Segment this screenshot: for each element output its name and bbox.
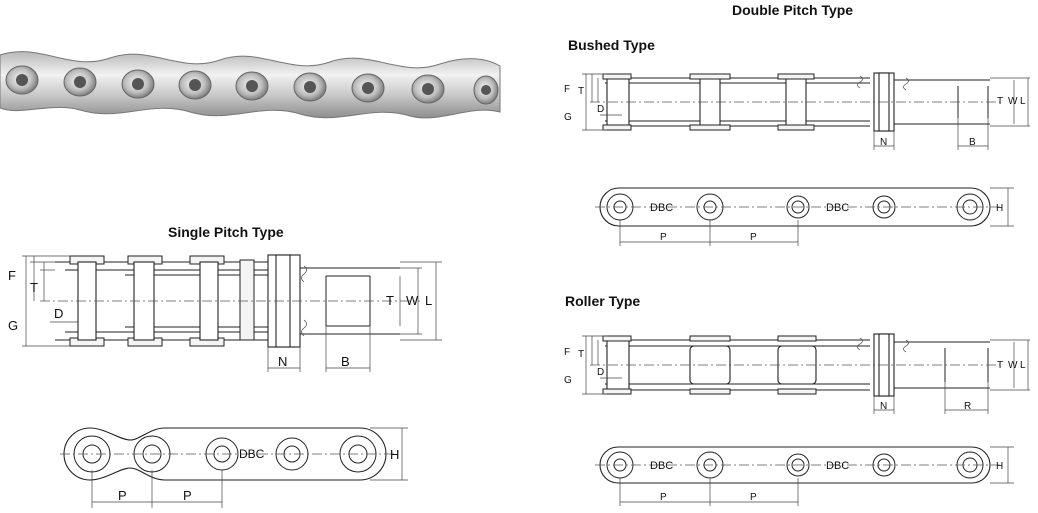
roller-side-H: H [996, 461, 1003, 472]
roller-top-view [582, 333, 1030, 414]
roller-dim-T: T [578, 349, 584, 360]
single-dim-L: L [425, 293, 432, 308]
roller-side-P2: P [750, 492, 757, 503]
roller-dim-D: D [597, 367, 604, 378]
single-dim-G: G [8, 318, 18, 333]
roller-side-dbc-2: DBC [826, 460, 849, 472]
bushed-dim-T: T [578, 86, 584, 97]
double-pitch-title: Double Pitch Type [732, 2, 853, 18]
roller-dim-W: W [1008, 360, 1018, 371]
single-side-dbc: DBC [239, 447, 265, 461]
single-dim-D: D [54, 306, 63, 321]
bushed-side-dbc-2: DBC [826, 202, 849, 214]
bushed-top-view [582, 72, 1030, 150]
single-pitch-top-view [22, 254, 442, 372]
bushed-dim-L: L [1020, 96, 1026, 107]
bushed-dim-N: N [880, 137, 887, 148]
bushed-dim-B: B [969, 137, 976, 148]
bushed-dim-F: F [564, 84, 570, 95]
single-dim-T: T [30, 280, 38, 295]
single-dim-W: W [406, 293, 419, 308]
roller-dim-T-right: T [997, 360, 1003, 371]
single-dim-B: B [341, 354, 350, 369]
bushed-title: Bushed Type [568, 37, 655, 53]
roller-dim-G: G [564, 375, 572, 386]
bushed-dim-D: D [597, 104, 604, 115]
bushed-dim-W: W [1008, 96, 1018, 107]
bushed-side-P1: P [660, 232, 667, 243]
bushed-side-dbc-1: DBC [650, 202, 673, 214]
bushed-dim-G: G [564, 112, 572, 123]
single-side-P1: P [118, 488, 127, 503]
single-pitch-side-view [60, 427, 408, 508]
roller-side-dbc-1: DBC [650, 460, 673, 472]
single-side-H: H [390, 447, 399, 462]
roller-dim-N: N [880, 401, 887, 412]
bushed-side-H: H [996, 203, 1003, 214]
roller-side-view [595, 446, 1014, 506]
roller-dim-L: L [1020, 360, 1026, 371]
roller-title: Roller Type [565, 293, 640, 309]
roller-dim-F: F [564, 347, 570, 358]
single-side-P2: P [183, 488, 192, 503]
single-dim-T-right: T [386, 293, 394, 308]
single-pitch-title: Single Pitch Type [168, 224, 284, 240]
roller-side-P1: P [660, 492, 667, 503]
bushed-side-view [595, 187, 1014, 246]
chain-photo [0, 51, 501, 119]
single-dim-F: F [8, 268, 16, 283]
bushed-dim-T-right: T [997, 96, 1003, 107]
single-dim-N: N [278, 354, 287, 369]
roller-dim-R: R [964, 401, 971, 412]
bushed-side-P2: P [750, 232, 757, 243]
